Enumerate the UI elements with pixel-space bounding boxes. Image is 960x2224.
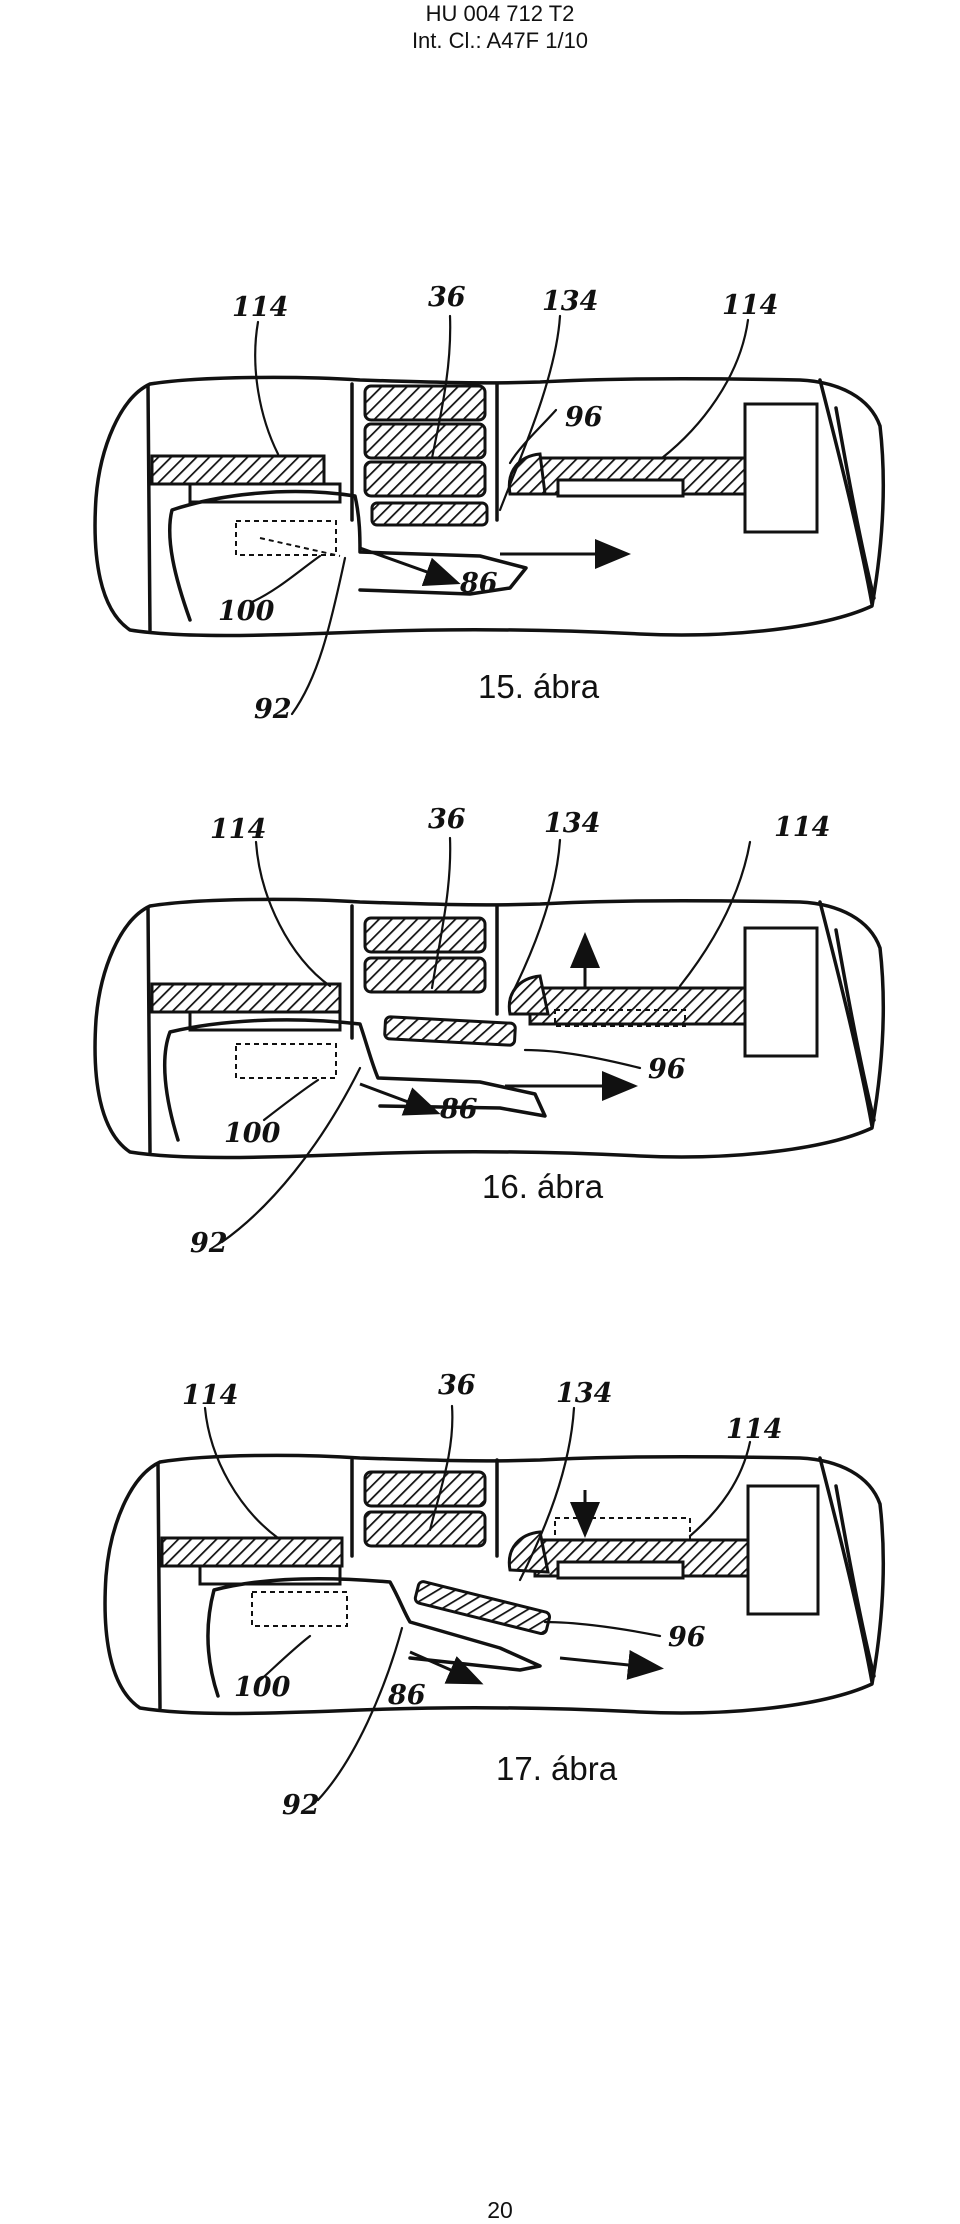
- end-block: [743, 926, 819, 1058]
- label-114-left: 114: [232, 292, 288, 323]
- label-86: 86: [439, 1094, 478, 1125]
- label-114-left: 114: [182, 1380, 238, 1411]
- figure-16: 114 36 134 114 96 86 100 92 16. ábra: [0, 788, 960, 1258]
- push-arrow: [559, 1650, 664, 1680]
- label-100: 100: [224, 1118, 281, 1149]
- right-rail: [556, 478, 685, 498]
- label-114-right: 114: [726, 1414, 782, 1445]
- slide-arrow: [359, 1082, 441, 1116]
- label-86: 86: [459, 568, 498, 599]
- tray: [168, 489, 528, 622]
- label-92: 92: [282, 1790, 320, 1820]
- label-36: 36: [438, 1370, 476, 1401]
- product-stack: [363, 916, 517, 1047]
- label-92: 92: [190, 1228, 228, 1258]
- page-number: 20: [487, 2197, 513, 2223]
- label-100: 100: [234, 1672, 291, 1703]
- left-shelf: [150, 982, 342, 1014]
- pusher: [507, 974, 550, 1016]
- figure-17: 114 36 134 114 96 86 100 92 17. ábra: [0, 1360, 960, 1820]
- label-114-right: 114: [774, 812, 830, 843]
- figure-15: 114 36 134 114 96 86 100 92 15. ábra: [0, 258, 960, 738]
- product-stack: [363, 1470, 552, 1636]
- right-shelf: [528, 986, 747, 1026]
- figure-caption: 17. ábra: [496, 1750, 618, 1787]
- label-100: 100: [218, 596, 275, 627]
- label-92: 92: [254, 694, 292, 725]
- figure-15-drawing: 114 36 134 114 96 86 100 92 15. ábra: [93, 282, 886, 725]
- slide-arrow: [359, 546, 461, 587]
- end-block: [743, 402, 819, 534]
- document-number: HU 004 712 T2: [425, 1, 575, 26]
- label-96: 96: [648, 1054, 686, 1085]
- product-stack: [363, 384, 489, 527]
- tray: [206, 1576, 542, 1698]
- slide-arrow: [409, 1650, 484, 1685]
- label-36: 36: [428, 282, 466, 313]
- figure-caption: 15. ábra: [478, 668, 600, 705]
- housing-outline: [103, 1453, 886, 1716]
- label-36: 36: [428, 804, 466, 835]
- label-134: 134: [544, 808, 600, 839]
- housing-outline: [93, 897, 886, 1160]
- classification: Int. Cl.: A47F 1/10: [411, 28, 589, 53]
- label-114-right: 114: [722, 290, 778, 321]
- housing-outline: [93, 375, 886, 638]
- figure-caption: 16. ábra: [482, 1168, 604, 1205]
- figure-17-drawing: 114 36 134 114 96 86 100 92 17. ábra: [103, 1370, 886, 1820]
- right-rail: [556, 1560, 685, 1580]
- page-header: HU 004 712 T2 Int. Cl.: A47F 1/10: [0, 0, 960, 54]
- tray: [162, 1018, 547, 1142]
- left-shelf: [160, 1536, 344, 1568]
- label-96: 96: [668, 1622, 706, 1653]
- label-114-left: 114: [210, 814, 266, 845]
- pusher: [507, 1530, 550, 1574]
- label-134: 134: [556, 1378, 612, 1409]
- label-96: 96: [565, 402, 603, 433]
- figure-16-drawing: 114 36 134 114 96 86 100 92 16. ábra: [93, 804, 886, 1258]
- label-134: 134: [542, 286, 598, 317]
- label-86: 86: [387, 1680, 426, 1711]
- end-block: [746, 1484, 820, 1616]
- left-shelf: [150, 454, 326, 486]
